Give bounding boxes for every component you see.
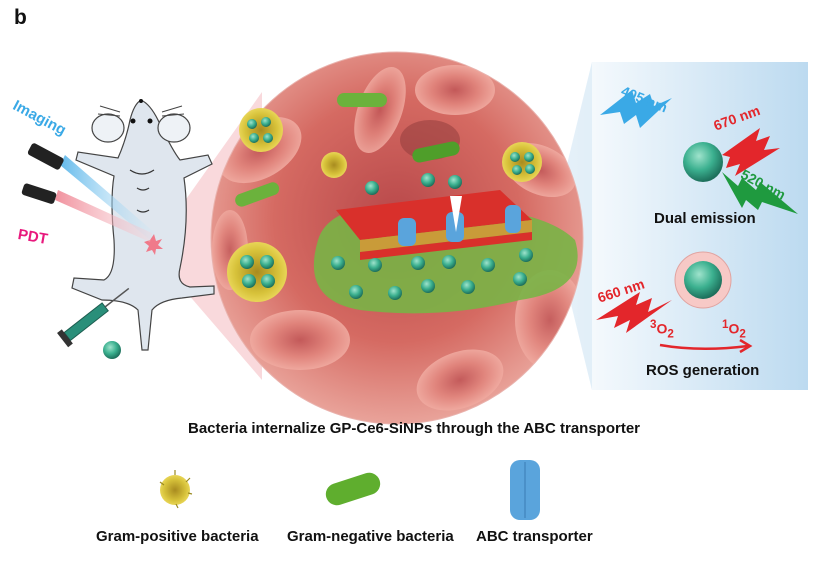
abc-transporter-in-membrane [446, 212, 464, 242]
legend-gram-positive-icon [159, 470, 193, 509]
nanoparticle-ros [684, 261, 722, 299]
legend-abc-transporter-label: ABC transporter [476, 528, 593, 545]
abc-transporter-in-membrane [398, 218, 416, 246]
legend-abc-transporter-icon [510, 460, 540, 520]
triplet-oxygen-label: 3O2 [650, 318, 674, 340]
triplet-oxygen-sub: 2 [667, 327, 674, 341]
emission-520-bolt [722, 172, 798, 214]
abc-transporter-in-membrane [505, 205, 521, 233]
internalization-arrow [450, 196, 462, 232]
nanoparticle-dual-emission [683, 142, 723, 182]
excitation-660-bolt [596, 292, 672, 333]
nanoparticle-icon [103, 341, 121, 359]
triplet-oxygen-sup: 3 [650, 318, 657, 331]
gram-negative-bacteria-in-vessel [235, 93, 460, 207]
emission-670-bolt [722, 128, 780, 176]
singlet-oxygen-symbol: O [728, 320, 740, 337]
syringe-icon [57, 287, 130, 348]
excitation-405-bolt [600, 90, 672, 128]
legend-gram-negative-label: Gram-negative bacteria [287, 528, 454, 545]
gram-positive-bacteria-in-vessel [227, 108, 542, 302]
ros-arrow [659, 343, 749, 350]
pdt-fiber [21, 183, 152, 242]
imaging-fiber [27, 143, 155, 240]
panel-label: b [14, 6, 27, 29]
cell-membrane [336, 190, 532, 240]
legend-gram-negative-icon [325, 472, 381, 506]
singlet-oxygen-sub: 2 [739, 327, 746, 341]
nanoparticles-internalized [331, 173, 533, 300]
triplet-oxygen-symbol: O [656, 320, 668, 337]
target-site-icon [144, 234, 163, 255]
singlet-oxygen-sup: 1 [722, 318, 729, 331]
ros-generation-label: ROS generation [646, 362, 760, 379]
dual-emission-label: Dual emission [654, 210, 756, 227]
singlet-oxygen-label: 1O2 [722, 318, 746, 340]
legend-gram-positive-label: Gram-positive bacteria [96, 528, 259, 545]
figure-caption: Bacteria internalize GP-Ce6-SiNPs throug… [187, 420, 641, 437]
